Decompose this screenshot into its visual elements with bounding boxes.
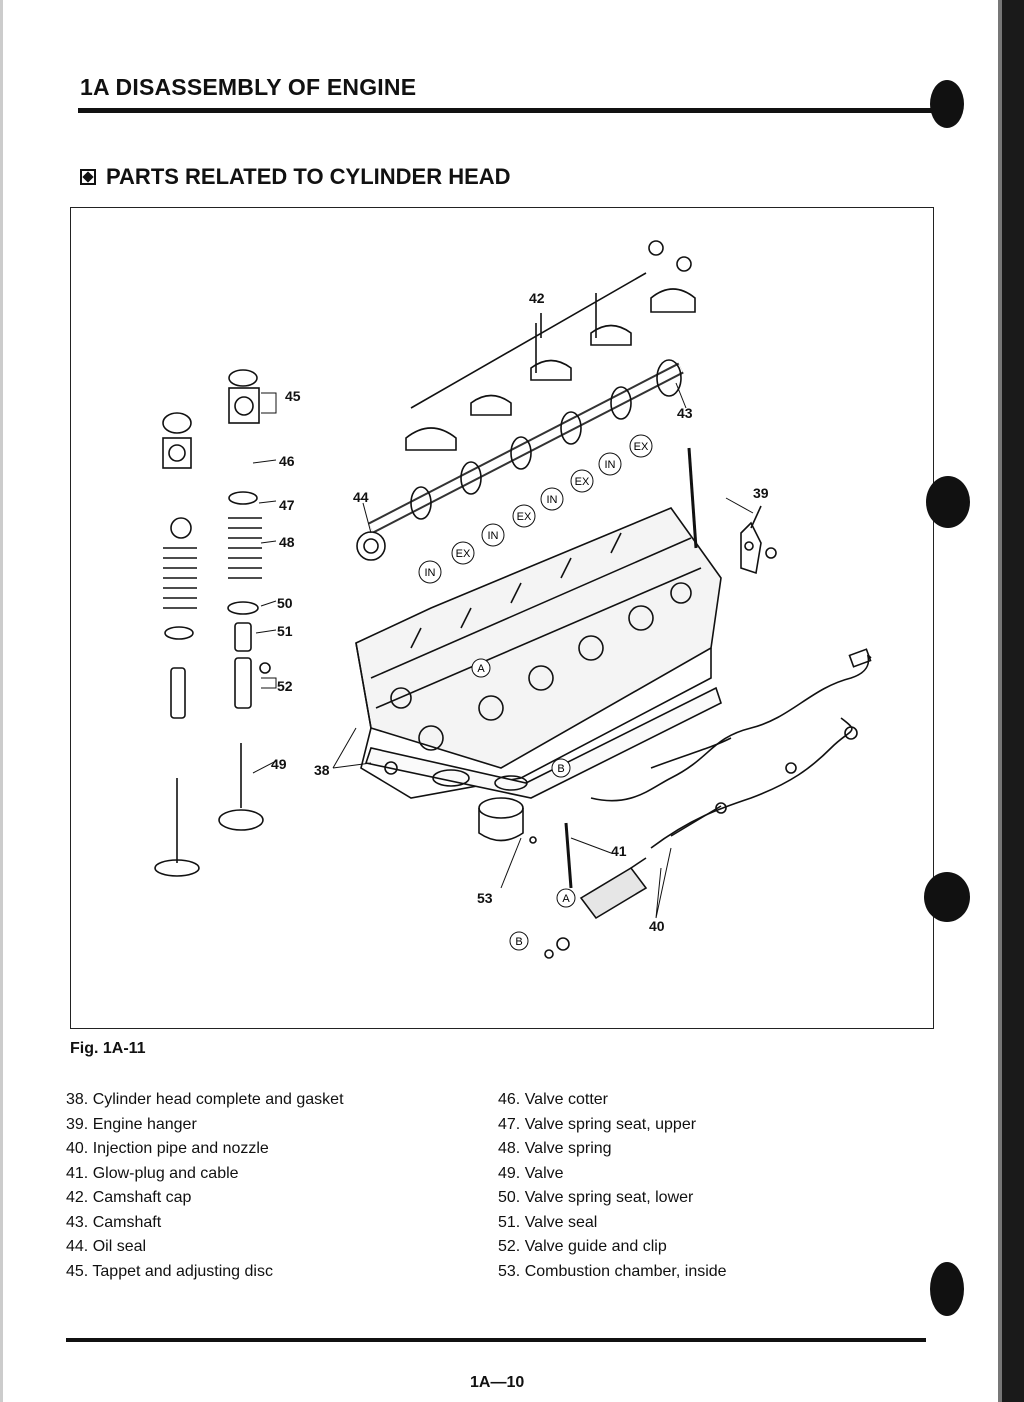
page-title: 1A DISASSEMBLY OF ENGINE — [80, 74, 417, 100]
exploded-diagram-frame: IN EX IN EX IN EX IN EX A B A B — [70, 207, 934, 1029]
glow-plug — [564, 822, 573, 889]
parts-list-item: 44. Oil seal — [66, 1238, 147, 1255]
cylinder-head-block — [355, 507, 722, 799]
callout-39: 39 — [753, 485, 769, 501]
callout-49: 49 — [271, 756, 287, 772]
parts-list-item: 41. Glow-plug and cable — [66, 1164, 239, 1182]
parts-list-item: 50. Valve spring seat, lower — [498, 1189, 694, 1206]
binder-hole-mark — [930, 1262, 964, 1316]
callout-43: 43 — [677, 405, 693, 421]
section-title-text: PARTS RELATED TO CYLINDER HEAD — [106, 164, 511, 189]
callout-45: 45 — [285, 388, 301, 404]
figure-caption: Fig. 1A-11 — [70, 1040, 146, 1057]
binder-hole-mark — [926, 476, 970, 528]
parts-list-item: 40. Injection pipe and nozzle — [66, 1140, 269, 1157]
cylinder-head-exploded-diagram: IN EX IN EX IN EX IN EX A B A B — [154, 240, 872, 959]
engine-hanger — [740, 505, 777, 575]
parts-list-item: 45. Tappet and adjusting disc — [66, 1262, 273, 1280]
parts-list-item: 49. Valve — [498, 1164, 564, 1182]
parts-list-left: 38. Cylinder head complete and gasket 39… — [66, 1088, 344, 1284]
parts-list-right: 46. Valve cotter 47. Valve spring seat, … — [498, 1088, 727, 1284]
callout-46: 46 — [279, 453, 295, 469]
injection-nozzle — [544, 857, 648, 959]
page-edge-bar — [1002, 0, 1024, 1402]
callout-42: 42 — [529, 290, 545, 306]
parts-list-item: 38. Cylinder head complete and gasket — [66, 1091, 344, 1108]
valve-position-labels: IN EX IN EX IN EX IN EX — [418, 434, 653, 584]
valve-assembly-left — [154, 412, 200, 877]
callout-48: 48 — [279, 534, 295, 550]
marker-a: A — [562, 893, 570, 905]
page-edge-shadow — [998, 0, 1002, 1402]
connection-markers: A B A B — [471, 658, 576, 951]
camshaft — [368, 359, 684, 534]
callout-38: 38 — [314, 762, 330, 778]
valve-label-in: IN — [547, 494, 558, 506]
valve-label-ex: EX — [634, 441, 649, 453]
callout-41: 41 — [611, 843, 627, 859]
leader-lines — [252, 382, 754, 919]
binder-hole-mark — [930, 80, 964, 128]
callout-50: 50 — [277, 595, 293, 611]
callout-numbers: 38 39 40 41 42 43 44 45 46 47 48 49 50 5… — [271, 290, 769, 934]
glow-plug-cable — [590, 648, 872, 802]
valve-label-ex: EX — [575, 476, 590, 488]
valve-label-in: IN — [425, 567, 436, 579]
marker-b: B — [515, 936, 522, 948]
parts-list-item: 52. Valve guide and clip — [498, 1238, 667, 1255]
callout-40: 40 — [649, 918, 665, 934]
head-bolt — [687, 447, 698, 549]
combustion-chamber — [478, 797, 537, 844]
callout-44: 44 — [353, 489, 369, 505]
page-left-edge — [0, 0, 3, 1402]
valve-assembly-right — [218, 369, 271, 831]
parts-list-item: 48. Valve spring — [498, 1140, 612, 1157]
parts-list-item: 46. Valve cotter — [498, 1091, 608, 1108]
callout-52: 52 — [277, 678, 293, 694]
parts-list-item: 47. Valve spring seat, upper — [498, 1115, 697, 1133]
callout-47: 47 — [279, 497, 295, 513]
section-heading: PARTS RELATED TO CYLINDER HEAD — [80, 164, 511, 190]
head-gasket — [364, 686, 722, 799]
valve-label-in: IN — [605, 459, 616, 471]
oil-seal — [356, 531, 386, 561]
parts-list-item: 51. Valve seal — [498, 1213, 598, 1231]
valve-label-ex: EX — [517, 511, 532, 523]
marker-a: A — [477, 663, 485, 675]
binder-hole-mark — [924, 872, 970, 922]
callout-51: 51 — [277, 623, 293, 639]
marker-b: B — [557, 763, 564, 775]
callout-53: 53 — [477, 890, 493, 906]
bottom-rule — [66, 1338, 926, 1342]
title-rule — [78, 108, 948, 113]
parts-list-item: 53. Combustion chamber, inside — [498, 1262, 727, 1280]
valve-label-in: IN — [488, 530, 499, 542]
parts-list-item: 42. Camshaft cap — [66, 1189, 192, 1206]
parts-list-item: 39. Engine hanger — [66, 1115, 197, 1133]
camshaft-caps — [405, 240, 696, 451]
valve-label-ex: EX — [456, 548, 471, 560]
page-number: 1A—10 — [470, 1374, 525, 1391]
diamond-box-icon — [80, 169, 96, 185]
parts-list-item: 43. Camshaft — [66, 1213, 162, 1231]
injection-pipe — [650, 717, 858, 849]
